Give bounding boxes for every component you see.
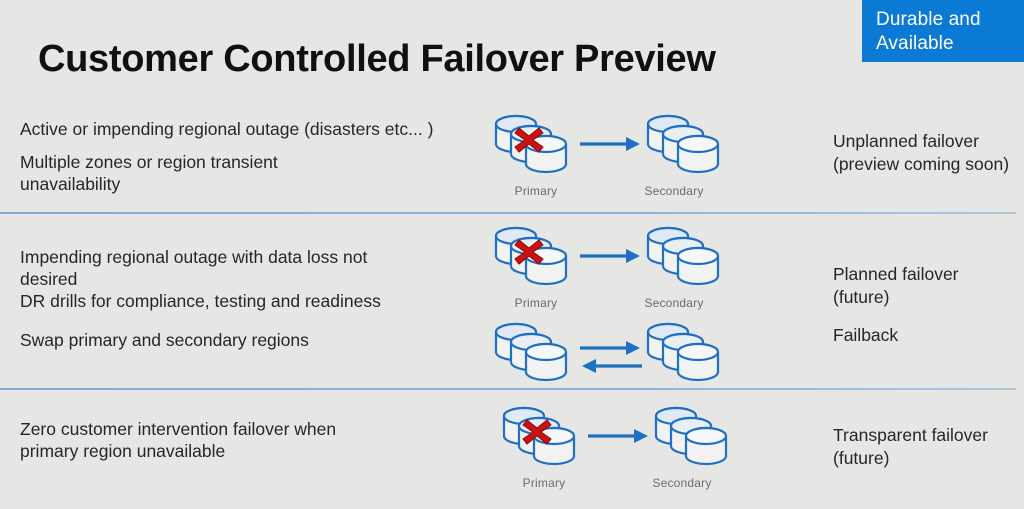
failover-arrow-right-icon — [580, 246, 642, 266]
row-unplanned-left-line-0: Active or impending regional outage (dis… — [20, 119, 434, 139]
secondary-caption: Secondary — [644, 296, 704, 310]
row-failback-left-line-0: Swap primary and secondary regions — [20, 330, 309, 350]
primary-database-stack-icon — [492, 320, 580, 386]
badge-line-1: Durable and — [876, 9, 981, 30]
secondary-database-stack-icon — [644, 112, 732, 178]
row-transparent-right-line-1: (future) — [833, 448, 890, 468]
row-planned-right-line-1: (future) — [833, 287, 890, 307]
primary-caption: Primary — [522, 476, 566, 490]
primary-database-stack-icon — [500, 404, 588, 470]
row-failback-diagram — [492, 320, 727, 404]
secondary-caption: Secondary — [652, 476, 712, 490]
row-failback-right-line-0: Failback — [833, 325, 899, 345]
row-transparent-left-text: Zero customer intervention failover when… — [20, 418, 336, 462]
row-failback-right-text: Failback — [833, 324, 898, 347]
row-unplanned-right-line-1: (preview coming soon) — [833, 154, 1010, 174]
section-divider-2 — [0, 388, 1016, 390]
row-planned-left-text: Impending regional outage with data loss… — [20, 246, 381, 312]
row-planned-right-line-0: Planned failover — [833, 264, 959, 284]
row-transparent-right-text: Transparent failover (future) — [833, 424, 988, 470]
row-planned-left-line-1: desired — [20, 269, 78, 289]
secondary-caption: Secondary — [644, 184, 704, 198]
section-divider-1 — [0, 212, 1016, 214]
page-title: Customer Controlled Failover Preview — [38, 38, 716, 80]
row-unplanned-right-text: Unplanned failover (preview coming soon) — [833, 130, 1009, 176]
secondary-database-stack-icon — [652, 404, 740, 470]
row-unplanned-diagram: Primary Secondary — [492, 112, 727, 198]
row-unplanned-right-line-0: Unplanned failover — [833, 131, 979, 151]
swap-arrows-bidirectional-icon — [578, 340, 644, 374]
primary-database-stack-icon — [492, 112, 580, 178]
row-failback-left-text: Swap primary and secondary regions — [20, 329, 309, 351]
secondary-database-stack-icon — [644, 320, 732, 386]
row-transparent-right-line-0: Transparent failover — [833, 425, 988, 445]
row-planned-diagram: Primary Secondary — [492, 224, 727, 310]
row-planned-right-text: Planned failover (future) — [833, 263, 959, 309]
primary-caption: Primary — [514, 184, 558, 198]
row-unplanned-left-text: Active or impending regional outage (dis… — [20, 118, 433, 195]
primary-database-stack-icon — [492, 224, 580, 290]
row-transparent-left-line-0: Zero customer intervention failover when — [20, 419, 337, 439]
row-unplanned-left-line-3: unavailability — [20, 174, 121, 194]
row-unplanned-left-line-2: Multiple zones or region transient — [20, 152, 278, 172]
row-transparent-diagram: Primary Secondary — [500, 404, 735, 490]
badge-line-2: Available — [876, 33, 954, 54]
failover-arrow-right-icon — [588, 426, 650, 446]
row-planned-left-line-0: Impending regional outage with data loss… — [20, 247, 368, 267]
failover-arrow-right-icon — [580, 134, 642, 154]
durable-available-badge: Durable and Available — [862, 0, 1024, 62]
row-planned-left-line-2: DR drills for compliance, testing and re… — [20, 291, 381, 311]
row-transparent-left-line-1: primary region unavailable — [20, 441, 226, 461]
primary-caption: Primary — [514, 296, 558, 310]
secondary-database-stack-icon — [644, 224, 732, 290]
